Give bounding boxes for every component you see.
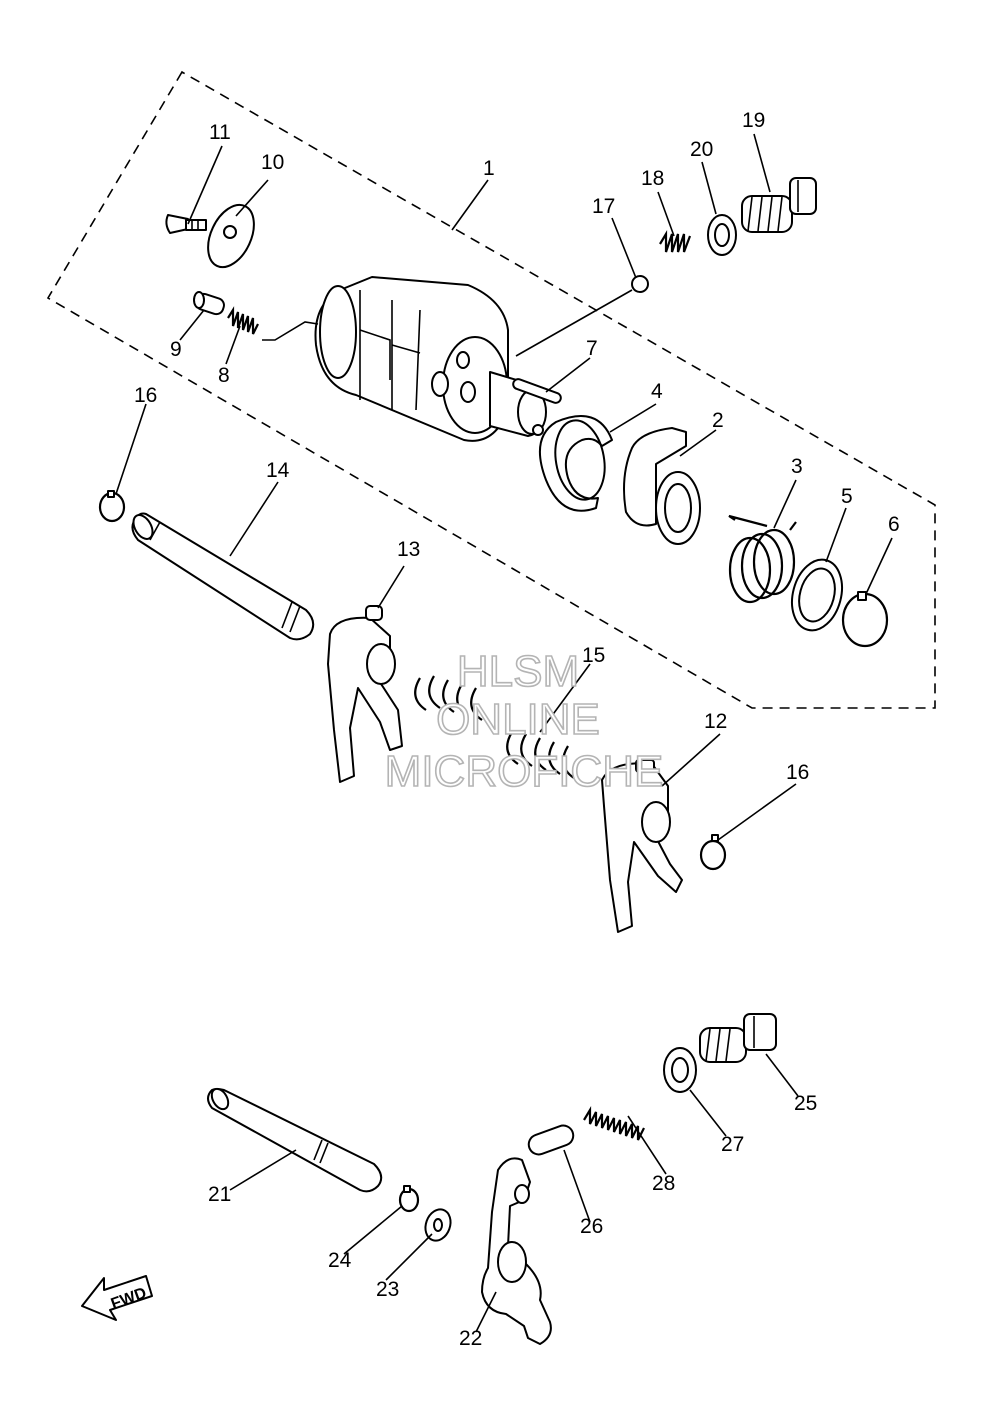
callout-6: 6	[888, 513, 900, 536]
part-13-shift-fork	[327, 605, 403, 783]
part-11-screw	[165, 214, 207, 234]
callout-14: 14	[266, 459, 290, 482]
part-8-spring	[227, 306, 259, 335]
callout-8: 8	[218, 364, 230, 387]
part-23-washer	[424, 1208, 452, 1242]
part-22-shift-lever	[481, 1157, 552, 1345]
callout-23: 23	[376, 1278, 399, 1301]
watermark-line-1: HLSM	[457, 647, 579, 696]
callout-27: 27	[721, 1133, 744, 1156]
part-6-circlip	[841, 591, 889, 648]
part-27-washer	[663, 1047, 697, 1093]
part-16-circlip-upper	[98, 490, 126, 523]
callout-16-lower: 16	[786, 761, 809, 784]
part-9-pin	[193, 291, 225, 316]
callout-15: 15	[582, 644, 605, 667]
callout-9: 9	[170, 338, 182, 361]
callout-12: 12	[704, 710, 727, 733]
callout-18: 18	[641, 167, 664, 190]
callout-5: 5	[841, 485, 853, 508]
part-3-torsion-spring	[728, 514, 797, 604]
part-7-dowel-pin	[512, 378, 562, 404]
watermark-line-2: ONLINE	[436, 695, 600, 744]
part-18-spring	[659, 230, 692, 253]
callout-28: 28	[652, 1172, 675, 1195]
part-14-guide-bar	[131, 512, 315, 641]
watermark: HLSM ONLINE MICROFICHE	[384, 646, 664, 797]
leader-lines	[115, 133, 893, 1333]
part-2-collar	[623, 427, 701, 545]
callout-7: 7	[586, 337, 598, 360]
callout-16-upper: 16	[134, 384, 157, 407]
callout-20: 20	[690, 138, 713, 161]
part-1-shift-drum	[262, 276, 547, 442]
part-25-plug-bolt	[699, 1013, 777, 1063]
part-5-washer	[791, 558, 843, 632]
part-20-washer	[707, 214, 737, 256]
callout-1: 1	[483, 157, 495, 180]
watermark-line-3: MICROFICHE	[385, 747, 664, 796]
callout-4: 4	[651, 380, 663, 403]
callout-19: 19	[742, 109, 765, 132]
callout-3: 3	[791, 455, 803, 478]
part-4-segment	[539, 415, 613, 512]
callout-24: 24	[328, 1249, 352, 1272]
callout-25: 25	[794, 1092, 817, 1115]
callout-11: 11	[209, 121, 231, 144]
part-24-circlip	[398, 1185, 420, 1213]
callout-10: 10	[261, 151, 284, 174]
callout-22: 22	[459, 1327, 482, 1350]
part-17-ball	[631, 275, 649, 293]
callout-2: 2	[712, 409, 724, 432]
part-21-shift-shaft	[207, 1087, 383, 1193]
part-26-pin	[527, 1124, 575, 1156]
fwd-arrow-icon: FWD	[81, 1275, 153, 1321]
part-12-shift-fork	[601, 759, 683, 933]
part-10-plate	[207, 203, 255, 269]
callout-13: 13	[397, 538, 420, 561]
part-19-plug-bolt	[741, 177, 817, 233]
part-28-spring	[583, 1106, 645, 1141]
part-16-circlip-lower	[699, 834, 727, 871]
callout-26: 26	[580, 1215, 603, 1238]
part-15-spring	[414, 675, 575, 779]
callout-21: 21	[208, 1183, 231, 1206]
callout-17: 17	[592, 195, 615, 218]
